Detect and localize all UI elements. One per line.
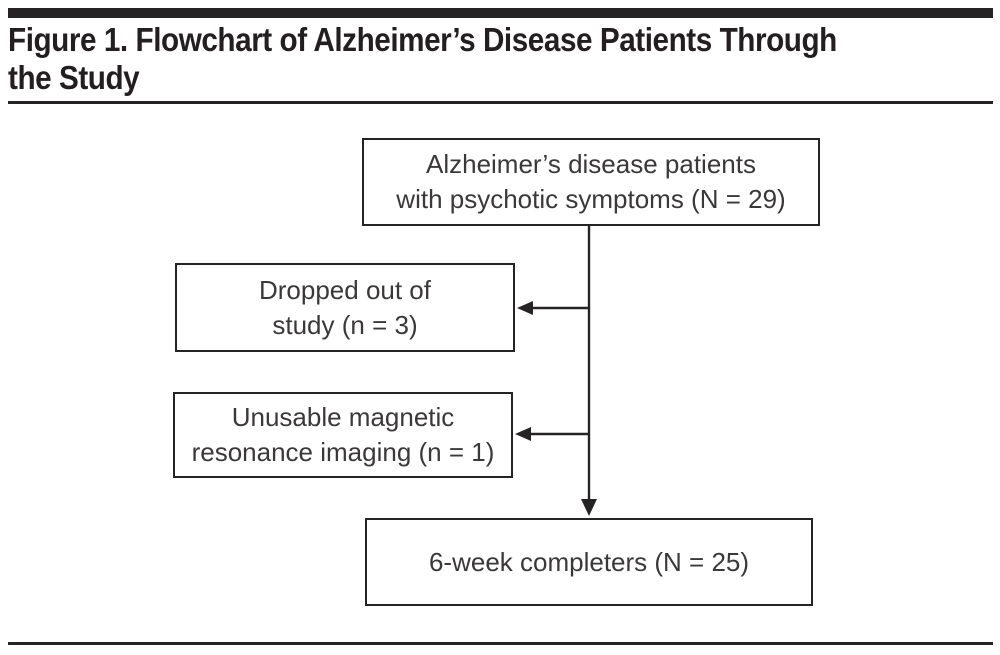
arrowhead-left-unusable-icon <box>515 427 531 441</box>
flow-node-enrolled-label: Alzheimer’s disease patients with psycho… <box>396 149 786 214</box>
title-divider-rule <box>8 101 993 104</box>
flow-node-completers-label: 6-week completers (N = 25) <box>428 546 750 577</box>
bottom-divider-rule <box>8 642 993 645</box>
figure-title: Figure 1. Flowchart of Alzheimer’s Disea… <box>8 21 837 96</box>
flow-node-enrolled-patients: Alzheimer’s disease patients with psycho… <box>362 138 820 226</box>
top-accent-bar <box>8 8 993 18</box>
flow-node-dropped-out: Dropped out of study (n = 3) <box>175 263 515 352</box>
flow-node-unusable-mri: Unusable magnetic resonance imaging (n =… <box>173 392 513 478</box>
arrowhead-down-icon <box>581 499 597 516</box>
flow-node-completers: 6-week completers (N = 25) <box>365 518 813 606</box>
arrowhead-left-dropped-icon <box>517 301 533 315</box>
flow-node-dropped-label: Dropped out of study (n = 3) <box>258 274 431 340</box>
flow-node-unusable-label: Unusable magnetic resonance imaging (n =… <box>191 402 495 467</box>
